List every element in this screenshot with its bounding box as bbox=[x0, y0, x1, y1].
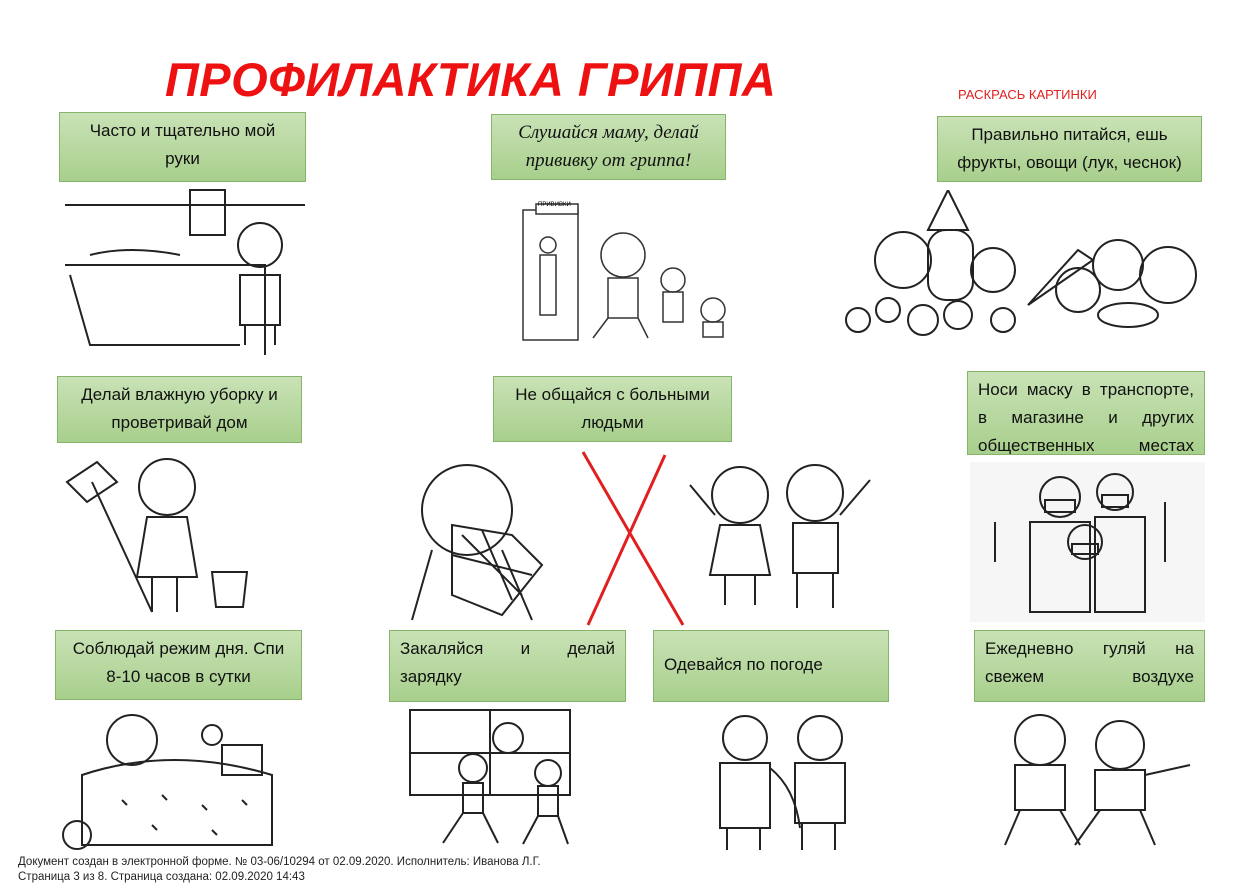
fruits-vegetables-illustration bbox=[828, 187, 1213, 350]
tip-dress-weather: Одевайся по погоде bbox=[653, 630, 889, 702]
tip-wear-mask: Носи маску в транспорте, в магазине и др… bbox=[967, 371, 1205, 455]
tip-vaccinate: Слушайся маму, делай прививку от гриппа! bbox=[491, 114, 726, 180]
dressed-kids-illustration bbox=[695, 708, 875, 853]
tip-wash-hands: Часто и тщательно мой руки bbox=[59, 112, 306, 182]
masked-people-illustration bbox=[970, 462, 1205, 622]
skating-kids-illustration bbox=[980, 705, 1200, 855]
coloring-hint: РАСКРАСЬ КАРТИНКИ bbox=[958, 87, 1097, 102]
sick-boy-illustration bbox=[392, 455, 552, 625]
healthy-kids-illustration bbox=[685, 455, 875, 615]
washing-hands-illustration bbox=[60, 185, 305, 355]
footer-line-page: Страница 3 из 8. Страница создана: 02.09… bbox=[18, 871, 305, 883]
sleeping-child-illustration bbox=[62, 705, 302, 855]
tip-walk-outside: Ежедневно гуляй на свежем воздухе bbox=[974, 630, 1205, 702]
tip-eat-healthy: Правильно питайся, ешь фрукты, овощи (лу… bbox=[937, 116, 1202, 182]
footer-line-document: Документ создан в электронной форме. № 0… bbox=[18, 856, 541, 868]
exercising-kids-illustration bbox=[408, 708, 583, 848]
tip-daily-routine: Соблюдай режим дня. Спи 8-10 часов в сут… bbox=[55, 630, 302, 700]
vaccination-sign: ПРИВИВКИ bbox=[538, 202, 571, 208]
vaccination-illustration bbox=[518, 200, 738, 350]
tip-avoid-sick: Не общайся с больными людьми bbox=[493, 376, 732, 442]
cleaning-girl-illustration bbox=[62, 452, 262, 617]
tip-cleaning: Делай влажную уборку и проветривай дом bbox=[57, 376, 302, 443]
tip-exercise: Закаляйся и делай зарядку bbox=[389, 630, 626, 702]
page-title: ПРОФИЛАКТИКА ГРИППА bbox=[165, 53, 777, 106]
red-cross-mark bbox=[581, 451, 685, 626]
document-footer: Документ создан в электронной форме. № 0… bbox=[18, 855, 541, 885]
